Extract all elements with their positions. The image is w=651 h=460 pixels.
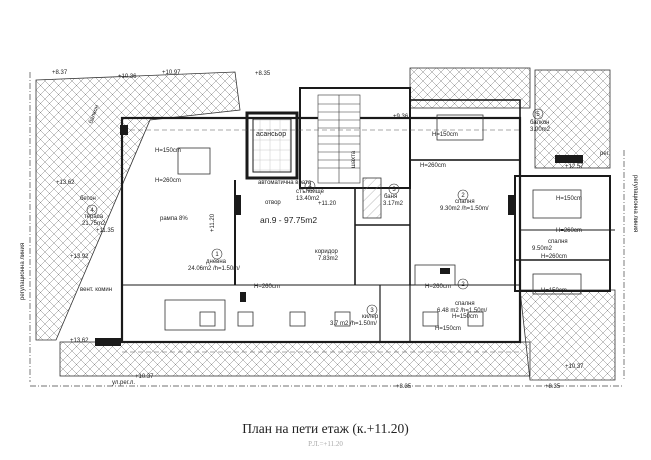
- street-reg-label: ул.рег.л.: [112, 380, 135, 386]
- reg-label: рег.: [600, 151, 610, 157]
- bedroom1-label: спалня: [455, 199, 475, 205]
- svg-text:1: 1: [215, 252, 219, 258]
- balcony-area: 3.00m2: [530, 127, 551, 133]
- balcony-label: балкон: [530, 120, 549, 126]
- bedroom1-area: 9.30m2 /h=1.50m/: [440, 206, 489, 212]
- svg-text:H=260cm: H=260cm: [420, 163, 446, 169]
- terrace-area: 21.75m2: [82, 221, 106, 227]
- living-label: дневна: [206, 259, 227, 265]
- regulation-lines: [29, 72, 625, 387]
- svg-text:+13.92: +13.92: [70, 254, 89, 260]
- corridor-label: коридор: [315, 249, 339, 255]
- svg-text:H=150cm: H=150cm: [435, 326, 461, 332]
- plan-title: План на пети етаж (к.+11.20): [242, 421, 409, 436]
- bedroom2-area: 9.50m2: [532, 246, 553, 252]
- svg-text:+8.35: +8.35: [255, 71, 271, 77]
- svg-text:H=150cm: H=150cm: [432, 132, 458, 138]
- elevator-label: асансьор: [256, 131, 286, 138]
- svg-text:+10.97: +10.97: [162, 70, 181, 76]
- svg-text:H=260cm: H=260cm: [541, 254, 567, 260]
- reg-line-left: регулационна линия: [20, 243, 26, 300]
- bedroom2-label: спалня: [548, 239, 568, 245]
- svg-text:+8.35: +8.35: [545, 384, 561, 390]
- staircase: [317, 94, 361, 184]
- svg-text:+13.62: +13.62: [70, 338, 89, 344]
- svg-text:H=150cm: H=150cm: [155, 148, 181, 154]
- living-area: 24.06m2 /h=1.50m/: [188, 266, 240, 272]
- svg-text:+12.57: +12.57: [565, 164, 584, 170]
- room-number-markers: [86, 108, 544, 316]
- svg-text:H=150cm: H=150cm: [541, 288, 567, 294]
- columns: [95, 125, 583, 346]
- vent-label: вент. комин: [80, 287, 112, 293]
- svg-text:+8.35: +8.35: [396, 384, 412, 390]
- closet-area: 3.7 m2 /h=1.50m/: [330, 321, 377, 327]
- apartment-label: ап.9 - 97.75m2: [260, 215, 317, 225]
- reg-line-right: регулационна линия: [632, 175, 638, 232]
- svg-text:+9.36: +9.36: [393, 114, 409, 120]
- svg-text:+10.37: +10.37: [135, 374, 154, 380]
- room-numbers: 1 2 3 4 5 2 3 4: [90, 112, 540, 314]
- svg-text:+11.35: +11.35: [96, 228, 115, 234]
- svg-text:4: 4: [308, 184, 312, 190]
- svg-text:+8.37: +8.37: [52, 70, 68, 76]
- svg-text:+10.37: +10.37: [565, 364, 584, 370]
- terrace-label: тераса: [84, 214, 104, 220]
- section-lines: [122, 129, 520, 353]
- svg-text:+13.62: +13.62: [56, 180, 75, 186]
- level-markers: +8.37 +10.36 +10.97 +8.35 +9.36 +12.57 +…: [52, 70, 584, 390]
- svg-text:4: 4: [90, 208, 94, 214]
- svg-text:3: 3: [392, 187, 396, 193]
- shaft-label: шахта: [351, 150, 357, 168]
- bedroom3-label: спалня: [455, 301, 475, 307]
- building-walls: [120, 87, 615, 344]
- svg-text:H=260cm: H=260cm: [425, 284, 451, 290]
- opening-label: отвор: [265, 200, 281, 206]
- svg-text:H=260cm: H=260cm: [155, 178, 181, 184]
- svg-text:H=260cm: H=260cm: [556, 228, 582, 234]
- svg-text:3: 3: [370, 308, 374, 314]
- ramp-label: рампа 8%: [160, 216, 188, 222]
- bath-label: баня: [384, 194, 397, 200]
- svg-text:+11.20: +11.20: [318, 201, 337, 207]
- corridor-area: 7.83m2: [318, 256, 339, 262]
- svg-text:2: 2: [461, 193, 465, 199]
- bedroom3-area: 6.48 m2 /h=1.50m/: [437, 308, 488, 314]
- room-labels: асансьор автоматична врата стълбище 13.4…: [20, 104, 638, 386]
- svg-text:+11.20: +11.20: [210, 213, 216, 232]
- svg-text:H=150cm: H=150cm: [452, 314, 478, 320]
- svg-text:H=260cm: H=260cm: [254, 284, 280, 290]
- gates-label: автоматична врата: [258, 180, 312, 186]
- stairwell-label: стълбище: [296, 189, 325, 195]
- svg-text:H=150cm: H=150cm: [556, 196, 582, 202]
- bath-area: 3.17m2: [383, 201, 404, 207]
- closet-label: килер: [362, 314, 379, 320]
- height-notes: H=150cm H=260cm H=260cm H=150cm H=260cm …: [155, 132, 582, 332]
- furniture: [164, 114, 582, 331]
- plan-subtitle: Р.Л.=+11.20: [308, 440, 343, 448]
- svg-text:2: 2: [461, 282, 465, 288]
- svg-text:+10.36: +10.36: [118, 74, 137, 80]
- svg-text:5: 5: [536, 112, 540, 118]
- stairwell-area: 13.40m2: [296, 196, 320, 202]
- vent-top-label: бетон: [80, 196, 96, 202]
